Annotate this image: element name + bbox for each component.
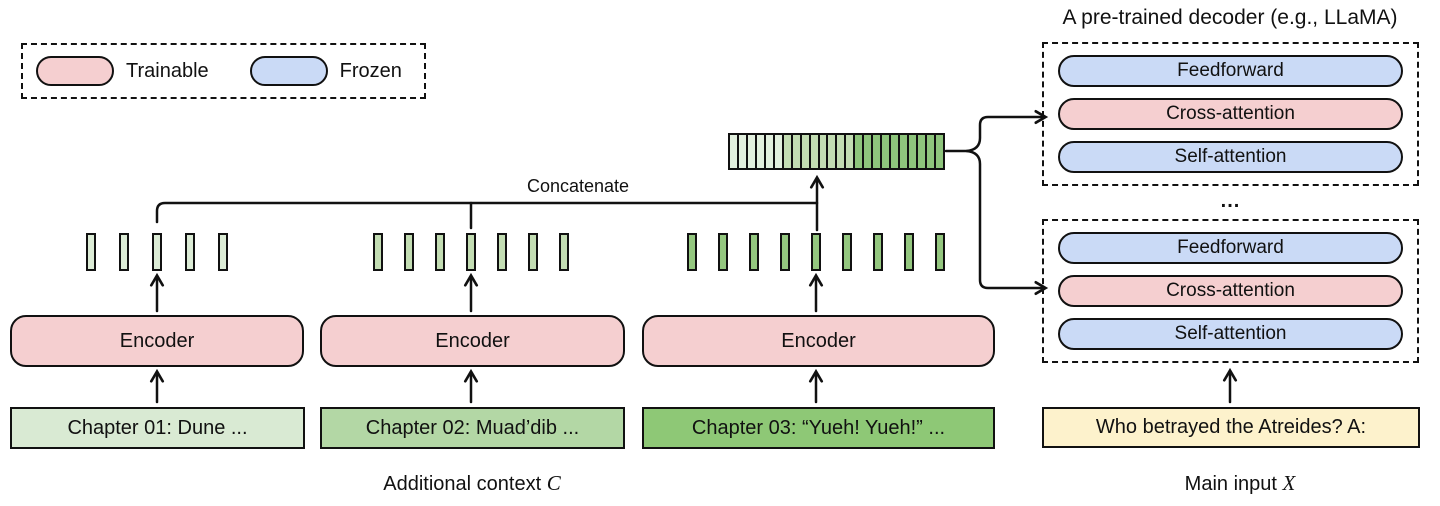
legend: Trainable Frozen — [21, 43, 426, 99]
token-embedding — [528, 233, 538, 271]
concat-segment — [935, 135, 943, 168]
token-embedding — [718, 233, 728, 271]
legend-swatch-frozen — [249, 56, 328, 86]
concat-segment — [918, 135, 927, 168]
concat-segment — [873, 135, 883, 168]
concat-segment — [855, 135, 865, 168]
main-input-box: Who betrayed the Atreides? A: — [1042, 407, 1420, 448]
legend-label-trainable: Trainable — [126, 59, 209, 82]
concat-segment — [891, 135, 901, 168]
decoder-block-1: Feedforward Cross-attention Self-attenti… — [1042, 42, 1419, 186]
token-embedding — [559, 233, 569, 271]
token-embeddings-group-3 — [687, 233, 945, 271]
chapter-02-input: Chapter 02: Muad’dib ... — [320, 407, 625, 449]
caption-main-input-text: Main input — [1184, 473, 1277, 495]
token-embedding — [780, 233, 790, 271]
concat-segment — [747, 135, 757, 168]
chapter-03-input: Chapter 03: “Yueh! Yueh!” ... — [642, 407, 995, 449]
token-embedding — [435, 233, 445, 271]
token-embedding — [86, 233, 96, 271]
context-symbol: C — [546, 471, 561, 495]
concat-segment — [738, 135, 748, 168]
token-embedding — [152, 233, 162, 271]
concat-segment — [926, 135, 936, 168]
legend-swatch-trainable — [36, 56, 114, 86]
concatenate-label: Concatenate — [526, 176, 630, 196]
concat-segment — [774, 135, 784, 168]
encoder-2: Encoder — [320, 315, 625, 367]
concat-segment — [783, 135, 793, 168]
self-attention-layer: Self-attention — [1058, 141, 1403, 173]
token-embedding — [749, 233, 759, 271]
concat-segment — [756, 135, 766, 168]
cross-attention-layer: Cross-attention — [1058, 275, 1403, 307]
caption-additional-context: Additional context C — [272, 471, 672, 496]
token-embedding — [119, 233, 129, 271]
concat-segment — [909, 135, 919, 168]
concatenate-line — [155, 201, 819, 224]
concat-segment — [828, 135, 838, 168]
input-symbol: X — [1282, 471, 1296, 495]
concatenated-embeddings — [728, 133, 945, 170]
legend-label-frozen: Frozen — [339, 59, 402, 82]
concat-segment — [730, 135, 739, 168]
concat-segment — [864, 135, 874, 168]
arrow-cross-attention-2 — [965, 149, 1049, 296]
decoder-ellipsis: ... — [1220, 190, 1241, 212]
token-embedding — [873, 233, 883, 271]
token-embedding — [687, 233, 697, 271]
feedforward-layer: Feedforward — [1058, 55, 1403, 87]
token-embedding — [466, 233, 476, 271]
token-embedding — [218, 233, 228, 271]
cross-attention-layer: Cross-attention — [1058, 98, 1403, 130]
token-embedding — [404, 233, 414, 271]
concat-segment — [801, 135, 811, 168]
feedforward-layer: Feedforward — [1058, 232, 1403, 264]
token-embeddings-group-1 — [86, 233, 228, 271]
token-embedding — [842, 233, 852, 271]
chapter-01-input: Chapter 01: Dune ... — [10, 407, 305, 449]
token-embedding — [811, 233, 821, 271]
concat-segment — [792, 135, 802, 168]
concat-segment — [810, 135, 820, 168]
decoder-title: A pre-trained decoder (e.g., LLaMA) — [1062, 6, 1398, 29]
concat-segment — [882, 135, 892, 168]
caption-main-input: Main input X — [1040, 471, 1440, 496]
concat-segment — [846, 135, 856, 168]
token-embedding — [185, 233, 195, 271]
concat-segment — [765, 135, 775, 168]
token-embedding — [935, 233, 945, 271]
concat-segment — [900, 135, 910, 168]
self-attention-layer: Self-attention — [1058, 318, 1403, 350]
encoder-1: Encoder — [10, 315, 304, 367]
token-embeddings-group-2 — [373, 233, 569, 271]
concat-segment — [819, 135, 829, 168]
token-embedding — [497, 233, 507, 271]
caption-additional-context-text: Additional context — [383, 473, 542, 495]
token-embedding — [904, 233, 914, 271]
arrow-cross-attention-1 — [965, 109, 1049, 153]
concat-segment — [837, 135, 847, 168]
encoder-3: Encoder — [642, 315, 995, 367]
decoder-block-2: Feedforward Cross-attention Self-attenti… — [1042, 219, 1419, 363]
token-embedding — [373, 233, 383, 271]
